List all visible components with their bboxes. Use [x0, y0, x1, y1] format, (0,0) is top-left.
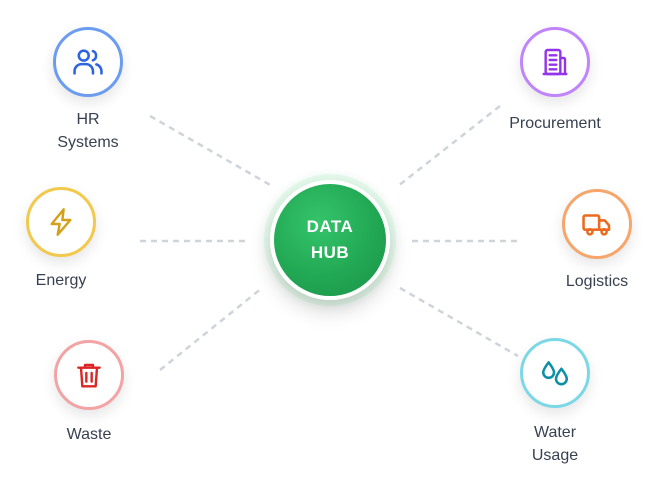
node-hr-systems-label-line1: HR	[76, 111, 100, 128]
node-waste-label-line1: Waste	[66, 426, 112, 443]
node-energy-circle[interactable]	[26, 187, 96, 257]
truck-icon	[580, 207, 614, 241]
node-water-usage-label: Water Usage	[485, 421, 625, 467]
building-icon	[539, 46, 571, 78]
node-hr-systems-circle[interactable]	[53, 27, 123, 97]
node-logistics-label-line1: Logistics	[565, 273, 629, 290]
node-procurement-label: Procurement	[485, 112, 625, 135]
connector-waste	[159, 287, 263, 371]
node-waste-circle[interactable]	[54, 340, 124, 410]
node-water-usage-label-line1: Water	[533, 424, 577, 441]
hub-label-line1: DATA	[306, 217, 354, 236]
hub-label-line2: HUB	[310, 243, 350, 262]
node-hr-systems-label-line2: Systems	[57, 134, 119, 151]
node-procurement-label-line1: Procurement	[509, 115, 601, 132]
data-hub-node[interactable]: DATA HUB	[270, 180, 390, 300]
connector-hr	[149, 114, 273, 188]
node-water-usage-circle[interactable]	[520, 338, 590, 408]
node-procurement-circle[interactable]	[520, 27, 590, 97]
node-hr-systems-label: HR Systems	[18, 108, 158, 154]
connector-water	[399, 286, 519, 358]
node-logistics-label: Logistics	[527, 270, 660, 293]
node-energy-label-line1: Energy	[35, 272, 87, 289]
node-waste-label: Waste	[19, 423, 159, 446]
trash-can-icon	[73, 359, 105, 391]
node-energy-label: Energy	[0, 269, 131, 292]
hub-label: DATA HUB	[295, 214, 365, 266]
users-icon	[71, 45, 105, 79]
node-logistics-circle[interactable]	[562, 189, 632, 259]
lightning-bolt-icon	[45, 206, 77, 238]
water-drops-icon	[538, 356, 572, 390]
node-water-usage-label-line2: Usage	[531, 447, 579, 464]
